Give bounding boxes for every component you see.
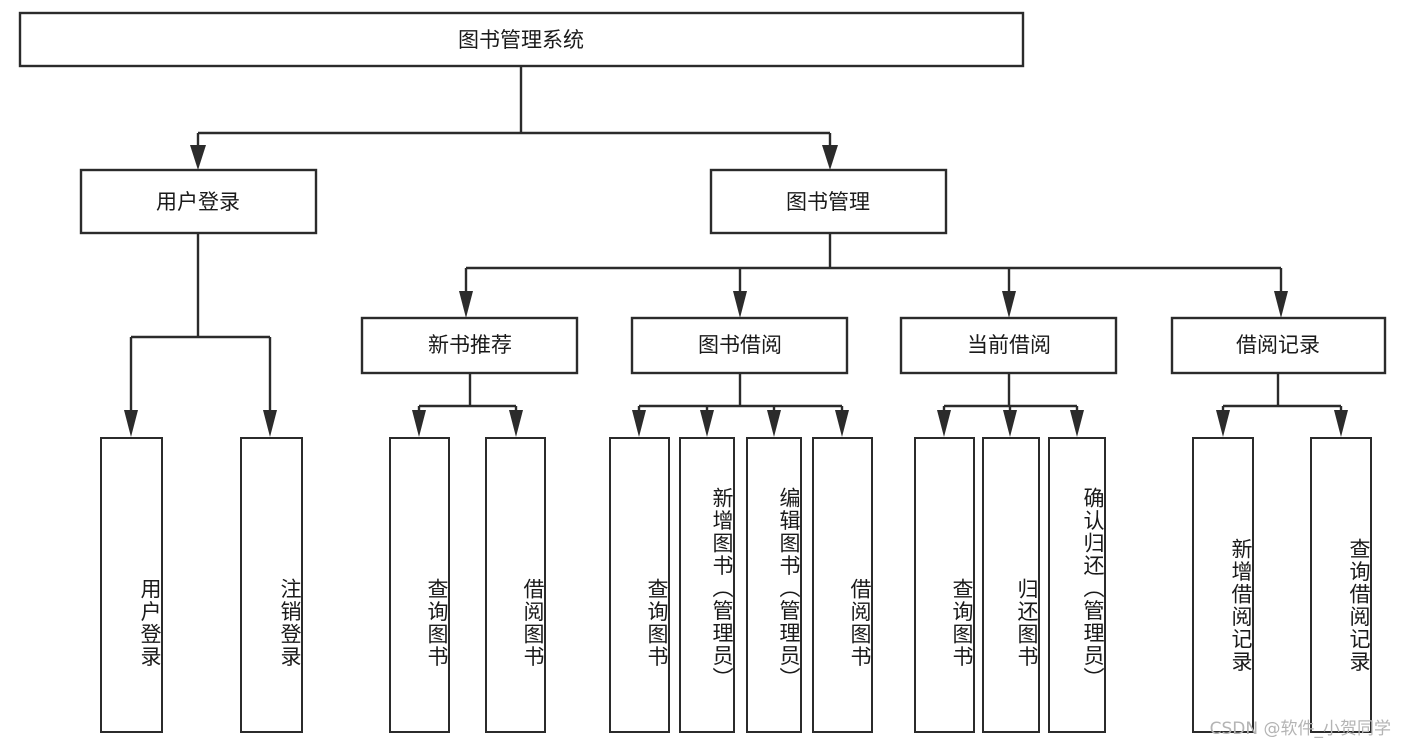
leaf-borrow-record-2-label: 查询借阅记录 bbox=[1347, 537, 1370, 673]
leaf-borrow-record-1[interactable]: 新增借阅记录 bbox=[1192, 437, 1254, 733]
arrow-userlogin-leaf2 bbox=[263, 410, 277, 437]
leaf-user-login-2[interactable]: 注销登录 bbox=[240, 437, 303, 733]
leaf-current-borrow-1[interactable]: 查询图书 bbox=[914, 437, 975, 733]
leaf-current-borrow-2[interactable]: 归还图书 bbox=[982, 437, 1040, 733]
arrow-to-userlogin bbox=[190, 145, 206, 170]
node-book-borrow-label: 图书借阅 bbox=[698, 333, 782, 357]
leaf-current-borrow-1-label: 查询图书 bbox=[950, 578, 973, 668]
arrow-currentborrow-l2 bbox=[1003, 410, 1017, 437]
arrow-bookmgmt-c2 bbox=[733, 291, 747, 318]
node-borrow-record-label: 借阅记录 bbox=[1236, 333, 1320, 357]
arrow-userlogin-leaf1 bbox=[124, 410, 138, 437]
leaf-book-borrow-3-label: 编辑图书（管理员） bbox=[777, 486, 800, 690]
connector-group-bookmgmt bbox=[459, 233, 1288, 318]
connector-group-root bbox=[190, 66, 838, 170]
arrow-newbook-l1 bbox=[412, 410, 426, 437]
arrow-borrowrecord-l2 bbox=[1334, 410, 1348, 437]
node-user-login[interactable]: 用户登录 bbox=[79, 168, 318, 235]
node-new-book-recommend[interactable]: 新书推荐 bbox=[360, 316, 579, 375]
leaf-borrow-record-1-label: 新增借阅记录 bbox=[1229, 537, 1252, 673]
leaf-book-borrow-1-label: 查询图书 bbox=[645, 578, 668, 668]
csdn-watermark: CSDN @软件_小贺同学 bbox=[1209, 719, 1391, 739]
leaf-new-book-1[interactable]: 查询图书 bbox=[389, 437, 450, 733]
leaf-book-borrow-2[interactable]: 新增图书（管理员） bbox=[679, 437, 735, 733]
leaf-book-borrow-2-label: 新增图书（管理员） bbox=[710, 486, 733, 690]
arrow-currentborrow-l1 bbox=[937, 410, 951, 437]
arrow-to-bookmgmt bbox=[822, 145, 838, 170]
leaf-book-borrow-3[interactable]: 编辑图书（管理员） bbox=[746, 437, 802, 733]
arrow-newbook-l2 bbox=[509, 410, 523, 437]
arrow-bookborrow-l2 bbox=[700, 410, 714, 437]
node-current-borrow[interactable]: 当前借阅 bbox=[899, 316, 1118, 375]
arrow-bookmgmt-c1 bbox=[459, 291, 473, 318]
node-user-login-box[interactable] bbox=[79, 168, 318, 235]
connector-group-borrowrecord bbox=[1216, 373, 1348, 437]
node-book-management-label: 图书管理 bbox=[786, 190, 870, 214]
arrow-currentborrow-l3 bbox=[1070, 410, 1084, 437]
node-new-book-recommend-box[interactable] bbox=[360, 316, 579, 375]
node-current-borrow-label: 当前借阅 bbox=[967, 333, 1051, 357]
leaf-borrow-record-2[interactable]: 查询借阅记录 bbox=[1310, 437, 1372, 733]
leaf-user-login-1[interactable]: 用户登录 bbox=[100, 437, 163, 733]
arrow-bookborrow-l4 bbox=[835, 410, 849, 437]
arrow-bookborrow-l1 bbox=[632, 410, 646, 437]
node-root[interactable]: 图书管理系统 bbox=[18, 11, 1025, 68]
node-borrow-record[interactable]: 借阅记录 bbox=[1170, 316, 1387, 375]
leaf-user-login-2-label: 注销登录 bbox=[278, 578, 301, 668]
arrow-bookmgmt-c4 bbox=[1274, 291, 1288, 318]
leaf-new-book-2-label: 借阅图书 bbox=[521, 578, 544, 668]
node-book-management-box[interactable] bbox=[709, 168, 948, 235]
arrow-bookmgmt-c3 bbox=[1002, 291, 1016, 318]
leaf-new-book-1-label: 查询图书 bbox=[425, 578, 448, 668]
node-borrow-record-box[interactable] bbox=[1170, 316, 1387, 375]
connector-group-currentborrow bbox=[937, 373, 1084, 437]
node-book-management[interactable]: 图书管理 bbox=[709, 168, 948, 235]
leaf-current-borrow-2-label: 归还图书 bbox=[1015, 578, 1038, 668]
connector-group-userlogin bbox=[124, 233, 277, 437]
leaf-current-borrow-3-label: 确认归还（管理员） bbox=[1081, 486, 1104, 690]
node-book-borrow[interactable]: 图书借阅 bbox=[630, 316, 849, 375]
leaf-current-borrow-3[interactable]: 确认归还（管理员） bbox=[1048, 437, 1106, 733]
leaf-user-login-1-label: 用户登录 bbox=[138, 578, 161, 668]
arrow-borrowrecord-l1 bbox=[1216, 410, 1230, 437]
connector-group-bookborrow bbox=[632, 373, 849, 437]
arrow-bookborrow-l3 bbox=[767, 410, 781, 437]
node-root-box[interactable] bbox=[18, 11, 1025, 68]
node-user-login-label: 用户登录 bbox=[156, 190, 240, 214]
leaf-book-borrow-4-label: 借阅图书 bbox=[848, 578, 871, 668]
connector-group-newbook bbox=[412, 373, 523, 437]
node-new-book-recommend-label: 新书推荐 bbox=[428, 333, 512, 357]
leaf-new-book-2[interactable]: 借阅图书 bbox=[485, 437, 546, 733]
leaf-book-borrow-4[interactable]: 借阅图书 bbox=[812, 437, 873, 733]
node-current-borrow-box[interactable] bbox=[899, 316, 1118, 375]
node-root-label: 图书管理系统 bbox=[458, 28, 584, 52]
leaf-book-borrow-1[interactable]: 查询图书 bbox=[609, 437, 670, 733]
node-book-borrow-box[interactable] bbox=[630, 316, 849, 375]
